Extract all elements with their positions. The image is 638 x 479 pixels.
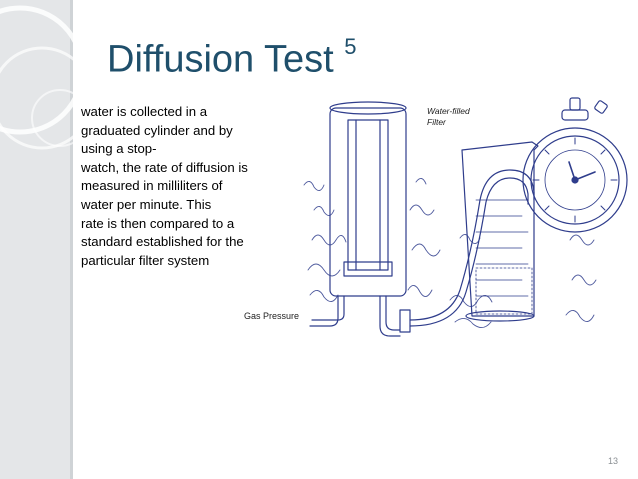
slide-title: Diffusion Test 5 (107, 34, 357, 82)
body-text: water is collected in a graduated cylind… (81, 103, 296, 270)
body-line: measured in milliliters of (81, 178, 223, 194)
left-vertical-rule (70, 0, 73, 479)
filter-housing (329, 101, 407, 297)
page-number: 13 (607, 456, 618, 466)
water-filled-filter-label: Water-filled Filter (427, 106, 497, 128)
water-filled-filter-label-line: Water-filled (427, 106, 470, 116)
decorative-circles (0, 5, 94, 150)
stopwatch (522, 97, 628, 233)
gas-pressure-label: Gas Pressure (244, 311, 300, 321)
diffusion-test-illustration (303, 97, 628, 337)
body-line: water per minute. This (81, 196, 212, 212)
left-decorative-band (0, 0, 70, 479)
body-line: watch, the rate of diffusion is (81, 159, 248, 175)
slide-title-superscript: 5 (344, 34, 357, 59)
body-line: using a stop- (81, 141, 157, 157)
body-line: graduated cylinder and by (81, 122, 233, 138)
graduated-cylinder (461, 141, 539, 322)
slide-title-text: Diffusion Test (107, 38, 334, 81)
body-line: particular filter system (81, 252, 210, 268)
water-filled-filter-label-line: Filter (427, 117, 446, 127)
body-line: rate is then compared to a (81, 215, 235, 231)
body-line: water is collected in a (81, 104, 208, 119)
filter-shading (303, 178, 597, 328)
body-line: standard established for the (81, 234, 244, 250)
